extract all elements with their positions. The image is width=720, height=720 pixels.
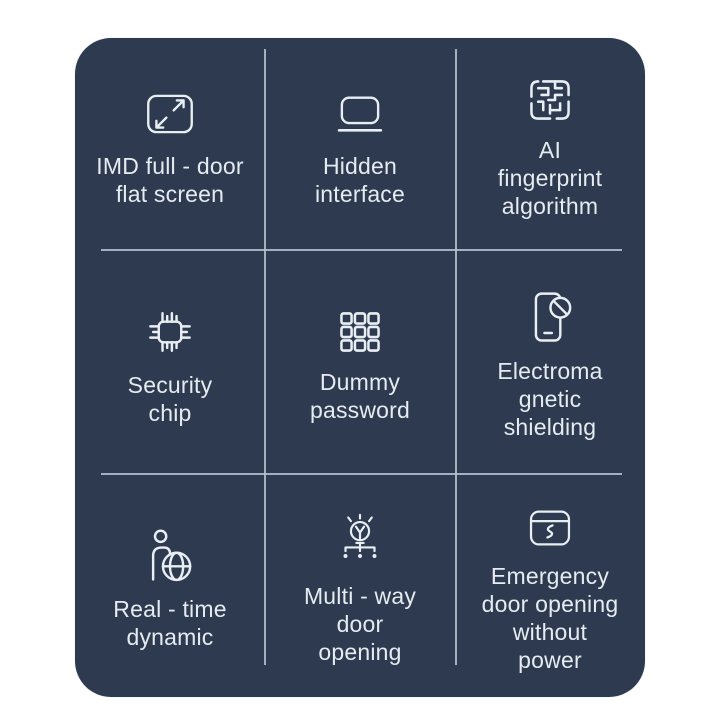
feature-label: Emergency door opening without power <box>481 562 619 673</box>
keypad-grid-icon <box>333 305 387 359</box>
feature-cell-multiway-door: Multi - way door opening <box>265 473 455 697</box>
vertical-divider-1 <box>264 49 266 665</box>
feature-cell-electromagnetic-shielding: Electroma gnetic shielding <box>455 249 645 473</box>
feature-cell-realtime-dynamic: Real - time dynamic <box>75 473 265 697</box>
feature-label: IMD full - door flat screen <box>96 153 244 207</box>
powerless-card-icon <box>522 503 578 553</box>
phone-blocked-icon <box>520 288 580 348</box>
expand-screen-icon <box>139 85 201 143</box>
feature-label: Electroma gnetic shielding <box>497 357 603 440</box>
bulb-branches-icon <box>331 511 389 573</box>
feature-cell-hidden-interface: Hidden interface <box>265 38 455 249</box>
feature-label: Dummy password <box>309 368 411 423</box>
feature-cell-emergency-opening: Emergency door opening without power <box>455 473 645 697</box>
security-chip-icon <box>140 302 200 362</box>
feature-cell-security-chip: Security chip <box>75 249 265 473</box>
feature-label: Security chip <box>127 371 213 426</box>
horizontal-divider-1 <box>101 249 622 251</box>
vertical-divider-2 <box>455 49 457 665</box>
ai-fingerprint-maze-icon <box>523 73 577 127</box>
feature-cell-dummy-password: Dummy password <box>265 249 455 473</box>
horizontal-divider-2 <box>101 473 622 475</box>
feature-cell-imd-flat-screen: IMD full - door flat screen <box>75 38 265 249</box>
hidden-interface-icon <box>329 85 391 143</box>
feature-label: Hidden interface <box>314 153 405 207</box>
person-globe-icon <box>140 526 200 586</box>
feature-label: AI fingerprint algorithm <box>497 137 603 219</box>
feature-grid: IMD full - door flat screen Hidden inter… <box>75 38 645 697</box>
feature-cell-ai-fingerprint: AI fingerprint algorithm <box>455 38 645 249</box>
feature-card: IMD full - door flat screen Hidden inter… <box>75 38 645 697</box>
feature-label: Real - time dynamic <box>113 595 227 650</box>
feature-label: Multi - way door opening <box>303 582 417 665</box>
